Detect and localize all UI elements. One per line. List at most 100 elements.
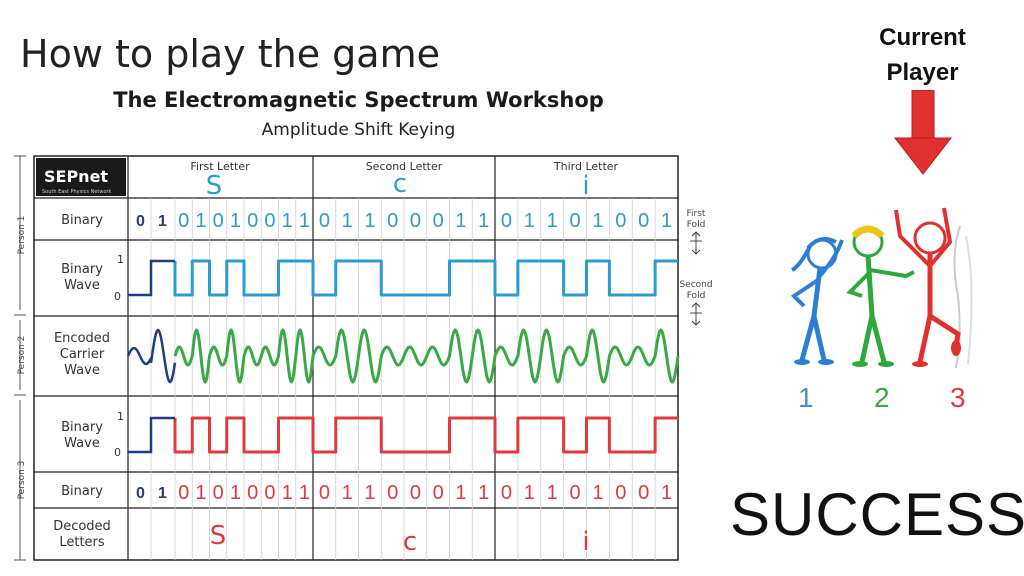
current-player-label: Current Player — [865, 20, 980, 90]
row-label-binary-bottom: Binary — [61, 484, 103, 499]
row-label-binary-top: Binary — [61, 213, 103, 228]
decoded-letter-3: i — [582, 527, 589, 557]
sepnet-logo-subtext: South East Physics Network — [42, 189, 112, 195]
row-label-decoded-1: Decoded — [53, 519, 111, 534]
person-3-label: Person 3 — [17, 461, 27, 500]
row-label-decoded-2: Letters — [59, 535, 105, 550]
binary-digit-bottom: 1 — [455, 482, 466, 504]
first-fold-label-2: Fold — [687, 220, 706, 230]
binary-digit-bottom: 1 — [364, 482, 375, 504]
row-label-encoded-2: Carrier — [60, 347, 105, 362]
binary-digit-top: 1 — [299, 210, 310, 232]
encoded-carrier-wave — [173, 328, 680, 384]
ask-worksheet: Person 1 Person 2 Person 3 SEPnet South … — [14, 155, 713, 561]
row-label-binary-wave-top-1: Binary — [61, 262, 103, 277]
binary-digit-bottom: 1 — [299, 482, 310, 504]
first-fold-label-1: First — [687, 209, 706, 219]
binary-wave-top-example — [128, 259, 175, 297]
binary-digit-top: 0 — [247, 210, 258, 232]
binary-digit-top: 0 — [410, 210, 421, 232]
axis-zero-bottom: 0 — [114, 446, 121, 459]
binary-digit-bottom: 0 — [433, 482, 444, 504]
slide-title: How to play the game — [20, 32, 440, 76]
binary-digit-top: 0 — [570, 210, 581, 232]
binary-digit-bottom: 0 — [178, 482, 189, 504]
person-2-label: Person 2 — [17, 336, 27, 375]
column-header-third-letter: Third Letter — [553, 160, 619, 173]
binary-digit-bottom: 0 — [213, 482, 224, 504]
binary-digit-top: 0 — [638, 210, 649, 232]
row-label-encoded-1: Encoded — [54, 331, 110, 346]
binary-digit-top: 1 — [592, 210, 603, 232]
binary-digit-bottom: 0 — [264, 482, 275, 504]
decoded-letter-2: c — [403, 527, 417, 557]
letter-top-3: i — [582, 171, 589, 201]
binary-digit-top: 0 — [433, 210, 444, 232]
binary-digit-top: 1 — [230, 210, 241, 232]
column-header-second-letter: Second Letter — [366, 160, 443, 173]
binary-digit-bottom: 1 — [661, 482, 672, 504]
binary-digit-top: 0 — [615, 210, 626, 232]
binary-digit-bottom: 1 — [342, 482, 353, 504]
row-label-binary-wave-top-2: Wave — [64, 278, 100, 293]
second-fold-icon — [690, 302, 702, 326]
person-brackets — [14, 155, 26, 561]
first-fold-icon — [690, 231, 702, 255]
binary-digit-bottom: 0 — [615, 482, 626, 504]
binary-digit-bottom: 1 — [547, 482, 558, 504]
binary-digit-bottom: 0 — [319, 482, 330, 504]
binary-digit-top: 1 — [478, 210, 489, 232]
example-bit-bottom-0: 0 — [136, 485, 145, 502]
binary-digit-bottom: 0 — [501, 482, 512, 504]
binary-digit-bottom: 0 — [638, 482, 649, 504]
sepnet-logo-text: SEPnet — [44, 167, 108, 186]
binary-digit-top: 1 — [661, 210, 672, 232]
axis-one-top: 1 — [117, 253, 124, 266]
example-bit-top-1: 1 — [158, 213, 167, 230]
binary-digit-bottom: 0 — [387, 482, 398, 504]
binary-wave-top — [173, 259, 678, 297]
row-label-encoded-3: Wave — [64, 363, 100, 378]
example-bit-top-0: 0 — [136, 213, 145, 230]
current-player-label-line1: Current — [879, 24, 966, 51]
binary-digit-top: 1 — [195, 210, 206, 232]
binary-digit-top: 0 — [501, 210, 512, 232]
binary-digit-bottom: 1 — [230, 482, 241, 504]
binary-digit-bottom: 0 — [247, 482, 258, 504]
binary-digit-bottom: 1 — [478, 482, 489, 504]
row-label-binary-wave-bottom-1: Binary — [61, 420, 103, 435]
row-label-binary-wave-bottom-2: Wave — [64, 436, 100, 451]
binary-digit-top: 1 — [342, 210, 353, 232]
person-1-label: Person 1 — [17, 216, 27, 255]
axis-zero-top: 0 — [114, 290, 121, 303]
second-fold-label-2: Fold — [687, 291, 706, 301]
binary-digit-bottom: 1 — [195, 482, 206, 504]
binary-digit-bottom: 0 — [410, 482, 421, 504]
binary-digit-bottom: 1 — [592, 482, 603, 504]
axis-one-bottom: 1 — [117, 410, 124, 423]
example-bit-bottom-1: 1 — [158, 485, 167, 502]
binary-wave-bottom — [173, 416, 678, 454]
binary-digit-top: 1 — [455, 210, 466, 232]
binary-digit-top: 1 — [282, 210, 293, 232]
player-number-1: 1 — [798, 382, 814, 413]
binary-digit-top: 1 — [364, 210, 375, 232]
binary-digit-bottom: 1 — [524, 482, 535, 504]
binary-wave-bottom-example — [128, 416, 175, 454]
binary-digit-bottom: 0 — [570, 482, 581, 504]
player-number-3: 3 — [950, 382, 966, 413]
letter-top-1: S — [206, 171, 223, 201]
result-text: SUCCESS — [730, 481, 1024, 548]
letter-top-2: c — [393, 169, 407, 199]
encoded-carrier-wave-example — [126, 328, 177, 384]
binary-digit-bottom: 1 — [282, 482, 293, 504]
player-number-2: 2 — [874, 382, 890, 413]
down-arrow-icon — [893, 90, 953, 175]
binary-digit-top: 0 — [213, 210, 224, 232]
binary-digit-top: 1 — [524, 210, 535, 232]
second-fold-label-1: Second — [679, 280, 712, 290]
current-player-label-line2: Player — [886, 59, 959, 86]
sepnet-logo — [36, 158, 126, 196]
decoded-letter-1: S — [210, 521, 227, 551]
worksheet-title: The Electromagnetic Spectrum Workshop — [113, 88, 604, 112]
